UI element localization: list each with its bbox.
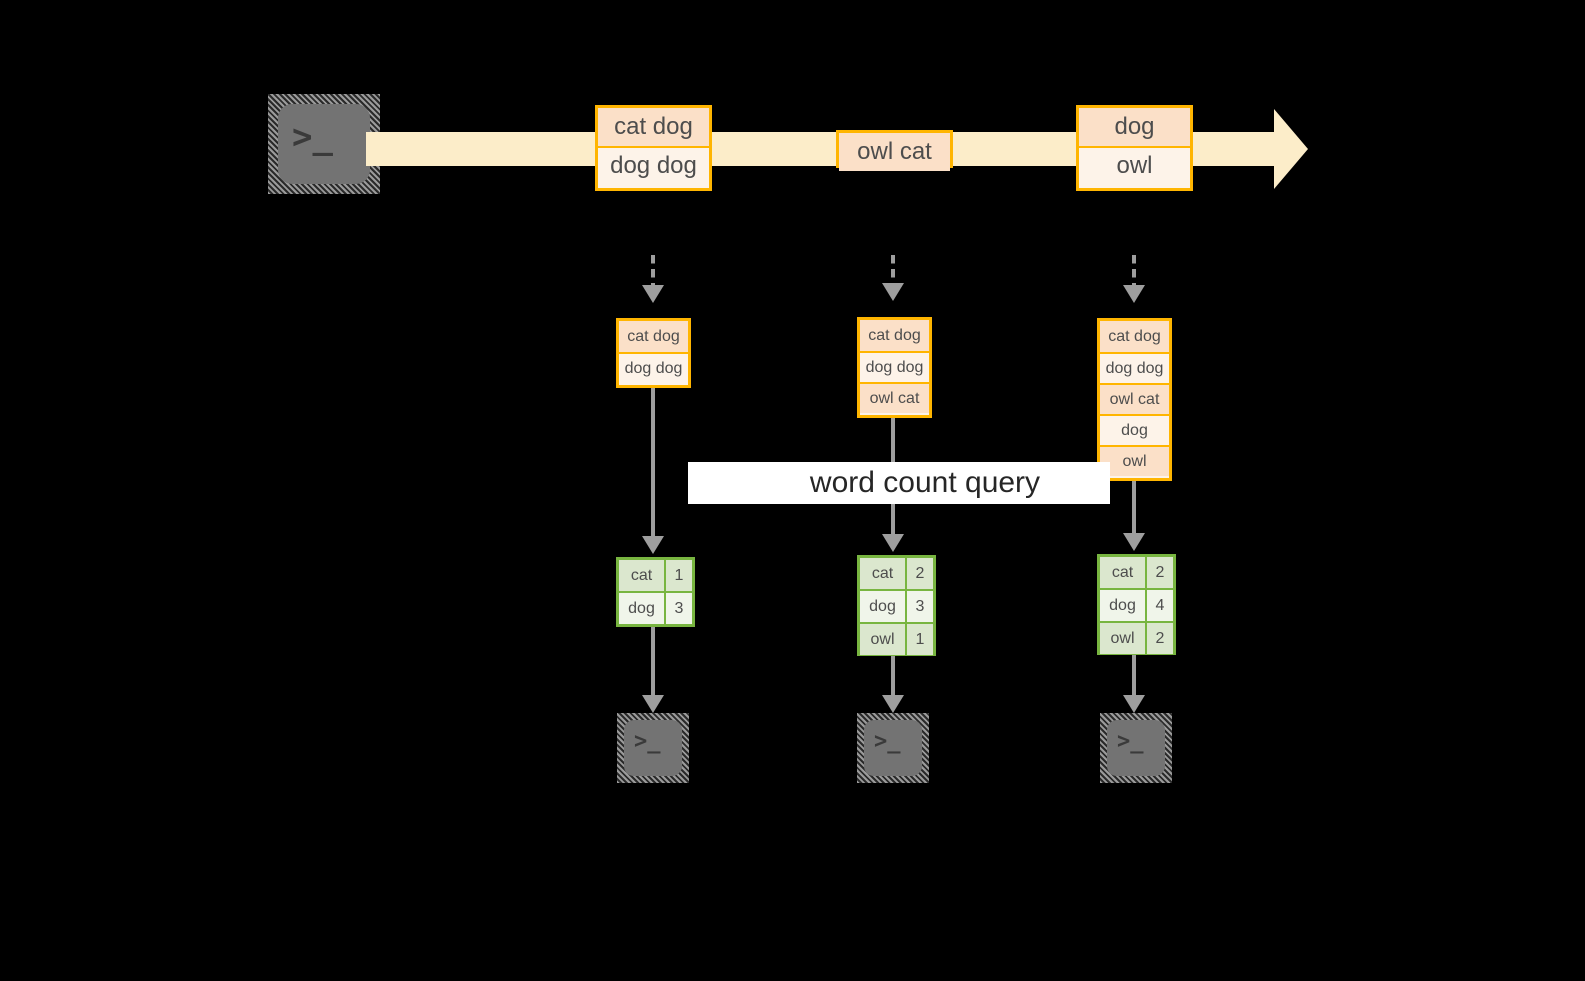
snapshot-3-query-connector [1132, 481, 1136, 536]
snapshot-1-record-stack[interactable]: cat dog dog dog [616, 318, 691, 388]
terminal-icon-sink-1: >_ [617, 713, 689, 783]
table-row: cat 1 [619, 560, 692, 591]
snapshot-2-dashed-arrowhead [882, 283, 904, 301]
snapshot-1-sink-connector [651, 627, 655, 699]
table-cell-count: 2 [1145, 623, 1173, 654]
stream-event-line: dog dog [598, 146, 709, 184]
terminal-prompt-glyph: >_ [1117, 729, 1144, 754]
terminal-prompt-glyph: >_ [634, 729, 661, 754]
snapshot-record-line: dog dog [1100, 352, 1169, 383]
stream-event-line: owl cat [839, 133, 950, 171]
stream-event-line: cat dog [598, 108, 709, 146]
terminal-body: >_ [1107, 720, 1165, 776]
snapshot-record-line: dog dog [619, 352, 688, 383]
terminal-body: >_ [864, 720, 922, 776]
table-row: dog 3 [860, 589, 933, 622]
stream-event-3[interactable]: dog owl [1076, 105, 1193, 191]
table-cell-count: 1 [664, 560, 692, 591]
table-row: owl 1 [860, 622, 933, 655]
table-row: dog 3 [619, 591, 692, 624]
snapshot-3-record-stack[interactable]: cat dog dog dog owl cat dog owl [1097, 318, 1172, 481]
snapshot-1-dashed-arrowhead [642, 285, 664, 303]
table-row: owl 2 [1100, 621, 1173, 654]
table-row: cat 2 [860, 558, 933, 589]
snapshot-2-dashed-connector [891, 255, 895, 285]
snapshot-2-record-stack[interactable]: cat dog dog dog owl cat [857, 317, 932, 418]
table-cell-word: cat [1100, 557, 1145, 588]
table-cell-word: owl [860, 624, 905, 655]
snapshot-1-dashed-connector [651, 255, 655, 287]
snapshot-record-line: cat dog [1100, 321, 1169, 352]
table-cell-word: cat [860, 558, 905, 589]
snapshot-3-dashed-arrowhead [1123, 285, 1145, 303]
snapshot-1-query-arrowhead [642, 536, 664, 554]
table-cell-word: dog [860, 591, 905, 622]
snapshot-2-sink-arrowhead [882, 695, 904, 713]
table-cell-count: 2 [1145, 557, 1173, 588]
terminal-icon-source: >_ [268, 94, 380, 194]
table-cell-count: 1 [905, 624, 933, 655]
table-cell-count: 4 [1145, 590, 1173, 621]
table-cell-word: dog [1100, 590, 1145, 621]
terminal-body: >_ [624, 720, 682, 776]
stream-event-line: dog [1079, 108, 1190, 146]
table-row: dog 4 [1100, 588, 1173, 621]
terminal-prompt-glyph: >_ [292, 117, 333, 157]
snapshot-record-line: owl cat [1100, 383, 1169, 414]
snapshot-3-result-table[interactable]: cat 2 dog 4 owl 2 [1097, 554, 1176, 655]
snapshot-3-sink-connector [1132, 655, 1136, 699]
terminal-icon-sink-3: >_ [1100, 713, 1172, 783]
snapshot-1-sink-arrowhead [642, 695, 664, 713]
terminal-body: >_ [278, 104, 370, 184]
snapshot-record-line: owl [1100, 445, 1169, 476]
snapshot-3-sink-arrowhead [1123, 695, 1145, 713]
table-cell-word: cat [619, 560, 664, 591]
snapshot-2-sink-connector [891, 656, 895, 699]
snapshot-record-line: dog [1100, 414, 1169, 445]
snapshot-1-result-table[interactable]: cat 1 dog 3 [616, 557, 695, 627]
table-cell-count: 2 [905, 558, 933, 589]
stream-event-2[interactable]: owl cat [836, 130, 953, 171]
snapshot-record-line: cat dog [619, 321, 688, 352]
snapshot-1-query-connector [651, 388, 655, 538]
table-cell-count: 3 [905, 591, 933, 622]
table-row: cat 2 [1100, 557, 1173, 588]
table-cell-count: 3 [664, 593, 692, 624]
snapshot-3-query-arrowhead [1123, 533, 1145, 551]
table-cell-word: owl [1100, 623, 1145, 654]
stream-event-line: owl [1079, 146, 1190, 184]
snapshot-2-query-arrowhead [882, 534, 904, 552]
snapshot-record-line: cat dog [860, 320, 929, 351]
snapshot-record-line: owl cat [860, 382, 929, 413]
snapshot-2-result-table[interactable]: cat 2 dog 3 owl 1 [857, 555, 936, 656]
snapshot-3-dashed-connector [1132, 255, 1136, 287]
table-cell-word: dog [619, 593, 664, 624]
terminal-icon-sink-2: >_ [857, 713, 929, 783]
snapshot-record-line: dog dog [860, 351, 929, 382]
query-caption-band: word count query [688, 462, 1110, 504]
terminal-prompt-glyph: >_ [874, 729, 901, 754]
page-title: word count query [809, 466, 1041, 499]
stream-timeline-arrow-head [1274, 109, 1308, 189]
stream-event-1[interactable]: cat dog dog dog [595, 105, 712, 191]
